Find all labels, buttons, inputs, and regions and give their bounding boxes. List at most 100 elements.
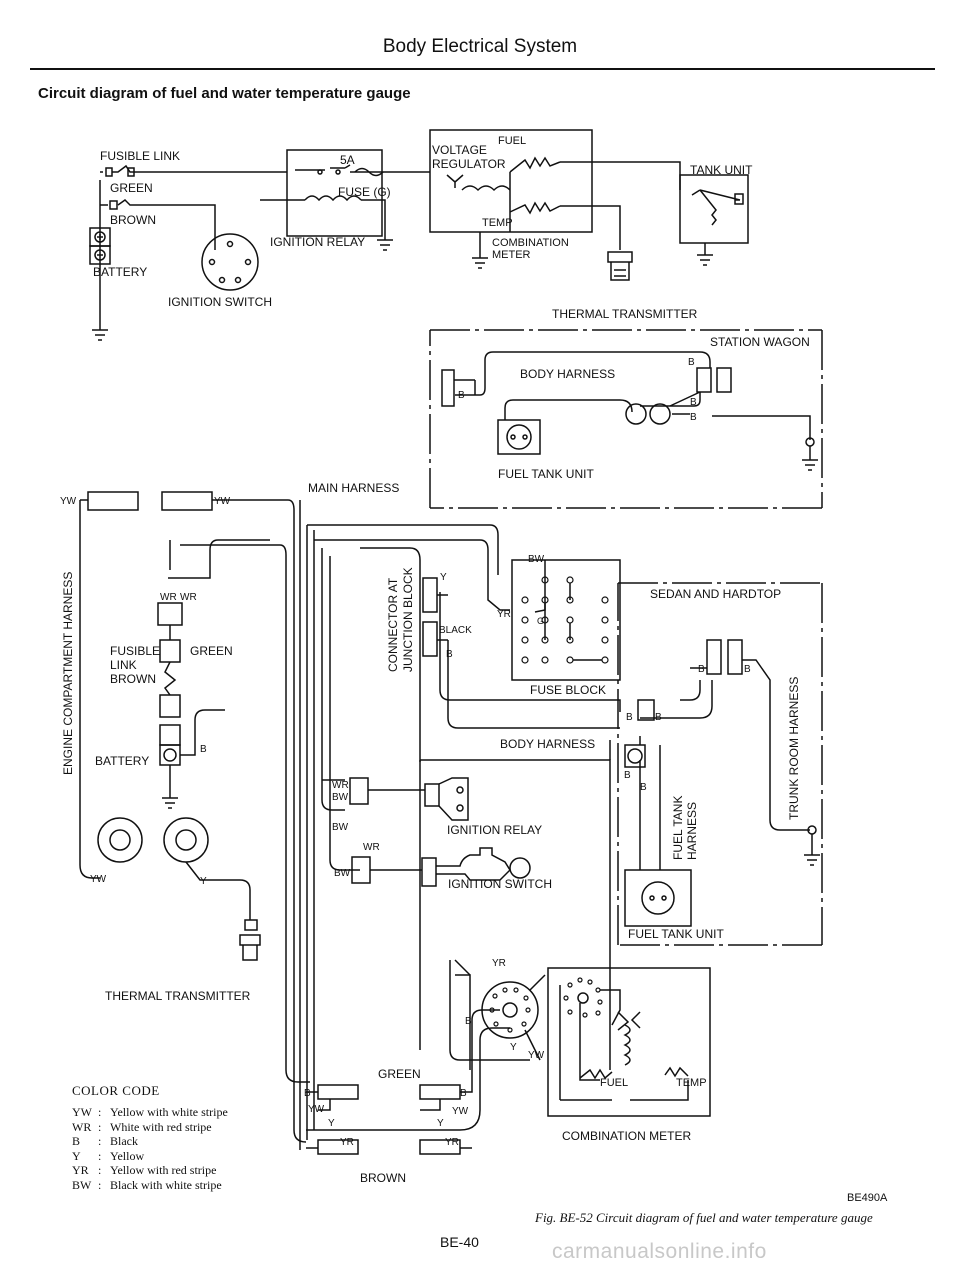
combination-meter [547,967,711,1117]
brown-bottom-label: BROWN [360,1171,406,1185]
station-wagon-panel [429,329,823,509]
fuse-g-label: FUSE (G) [338,185,391,199]
green-label: GREEN [110,181,153,195]
sedan-wire-b-5: B [624,770,631,781]
fuse-5a-label: 5A [340,153,355,167]
wire-b-meter: B [465,1016,472,1027]
wire-bw-3: BW [334,868,351,879]
wire-yr-bottom-2: YR [445,1137,459,1148]
sedan-wire-b-2: B [744,664,751,675]
brown-label: BROWN [110,213,156,227]
sedan-wire-b-4: B [655,712,662,723]
wire-yw-2: YW [214,496,231,507]
body-harness-wires [419,640,713,762]
wire-yw-bottom-1: YW [308,1104,325,1115]
sw-fuel-tank-unit-label: FUEL TANK UNIT [498,467,594,481]
section-title: Circuit diagram of fuel and water temper… [38,85,411,102]
wire-yw-1: YW [60,496,77,507]
link-main-label: LINK [110,658,137,672]
ignition-relay-main [349,777,469,821]
wire-y-bottom: Y [328,1118,335,1129]
color-code: B [72,1134,81,1148]
wire-b-junction: B [446,649,453,660]
color-desc: Black [110,1134,138,1148]
combination-label: COMBINATION [492,237,569,249]
color-code-title: COLOR CODE [72,1083,160,1098]
fuel-tank-harness-label-2: HARNESS [685,802,699,860]
header-rule [30,68,935,70]
color-desc: Yellow with white stripe [110,1105,228,1119]
wire-y-1: Y [200,876,207,887]
meter-connector [454,959,546,1061]
fusible-link-label: FUSIBLE LINK [100,149,180,163]
junction-block [422,577,448,657]
wire-g-label: G [537,616,544,626]
brown-main-label: BROWN [110,672,156,686]
engine-harness-label: ENGINE COMPARTMENT HARNESS [61,572,75,775]
ignition-relay-label: IGNITION RELAY [270,235,365,249]
fuel-tank-harness-label-1: FUEL TANK [671,796,685,860]
wire-wr-1: WR [160,592,177,603]
engine-compartment-harness [79,491,310,1143]
color-code: WR [72,1119,92,1134]
color-code-row: YR:Yellow with red stripe [72,1163,217,1177]
sedan-wire-b-3: B [626,712,633,723]
wire-b-bottom-2: B [460,1088,467,1099]
body-harness-main-label: BODY HARNESS [500,737,595,751]
voltage-label: VOLTAGE [432,143,487,157]
wire-wr-2: WR [180,592,197,603]
color-code-legend: COLOR CODE YW:Yellow with white stripe W… [72,1083,228,1192]
thermal-transmitter-top-label: THERMAL TRANSMITTER [552,307,698,321]
battery-label: BATTERY [93,265,147,279]
black-label: BLACK [439,625,472,636]
trunk-room-harness-label: TRUNK ROOM HARNESS [787,677,801,820]
wire-bw-top: BW [528,554,545,565]
wire-yw-bottom-2: YW [452,1106,469,1117]
green-bottom-label: GREEN [378,1067,421,1081]
wire-wr-4: WR [363,842,380,853]
wire-yr-bottom-1: YR [340,1137,354,1148]
fusible-main-label: FUSIBLE [110,644,160,658]
sedan-fuel-tank-unit-label: FUEL TANK UNIT [628,927,724,941]
sedan-wire-b-6: B [640,782,647,793]
color-code: BW [72,1177,92,1192]
figure-id: BE490A [847,1192,888,1204]
regulator-label: REGULATOR [432,157,506,171]
color-code: YR [72,1163,89,1177]
sw-body-harness-label: BODY HARNESS [520,367,615,381]
wire-bw-2: BW [332,822,349,833]
sw-wire-b-2: B [688,357,695,368]
wire-yr-meter: YR [492,958,506,969]
figure-caption: Fig. BE-52 Circuit diagram of fuel and w… [535,1210,873,1225]
color-desc: Black with white stripe [110,1177,222,1192]
green-main-label: GREEN [190,644,233,658]
meter-fuel-label: FUEL [600,1077,628,1089]
wire-bw-1: BW [332,792,349,803]
sedan-wire-b-1: B [698,664,705,675]
wire-y-2: Y [440,572,447,583]
battery-main-label: BATTERY [95,754,149,768]
station-wagon-title: STATION WAGON [710,335,810,349]
fuse-block-label: FUSE BLOCK [530,683,606,697]
wire-y-bottom-2: Y [437,1118,444,1129]
ignition-switch-main-label: IGNITION SWITCH [448,877,552,891]
temp-label: TEMP [482,217,513,229]
thermal-transmitter-main-label: THERMAL TRANSMITTER [105,989,251,1003]
page-header: Body Electrical System [382,36,578,57]
color-code-row: B:Black [72,1134,138,1148]
meter-temp-label: TEMP [676,1077,707,1089]
schematic-block [89,129,749,341]
color-desc: Yellow with red stripe [110,1163,217,1177]
fuel-label: FUEL [498,135,526,147]
sw-wire-b-1: B [458,390,465,401]
sedan-title: SEDAN AND HARDTOP [650,587,781,601]
wire-y-meter: Y [510,1042,517,1053]
ignition-switch-label: IGNITION SWITCH [168,295,272,309]
sw-wire-b-3: B [690,397,697,408]
tank-unit-label: TANK UNIT [690,163,753,177]
sedan-panel [617,582,823,946]
main-harness-label: MAIN HARNESS [308,481,399,495]
color-desc: Yellow [110,1148,145,1163]
connector-at-label: CONNECTOR AT [386,577,400,672]
